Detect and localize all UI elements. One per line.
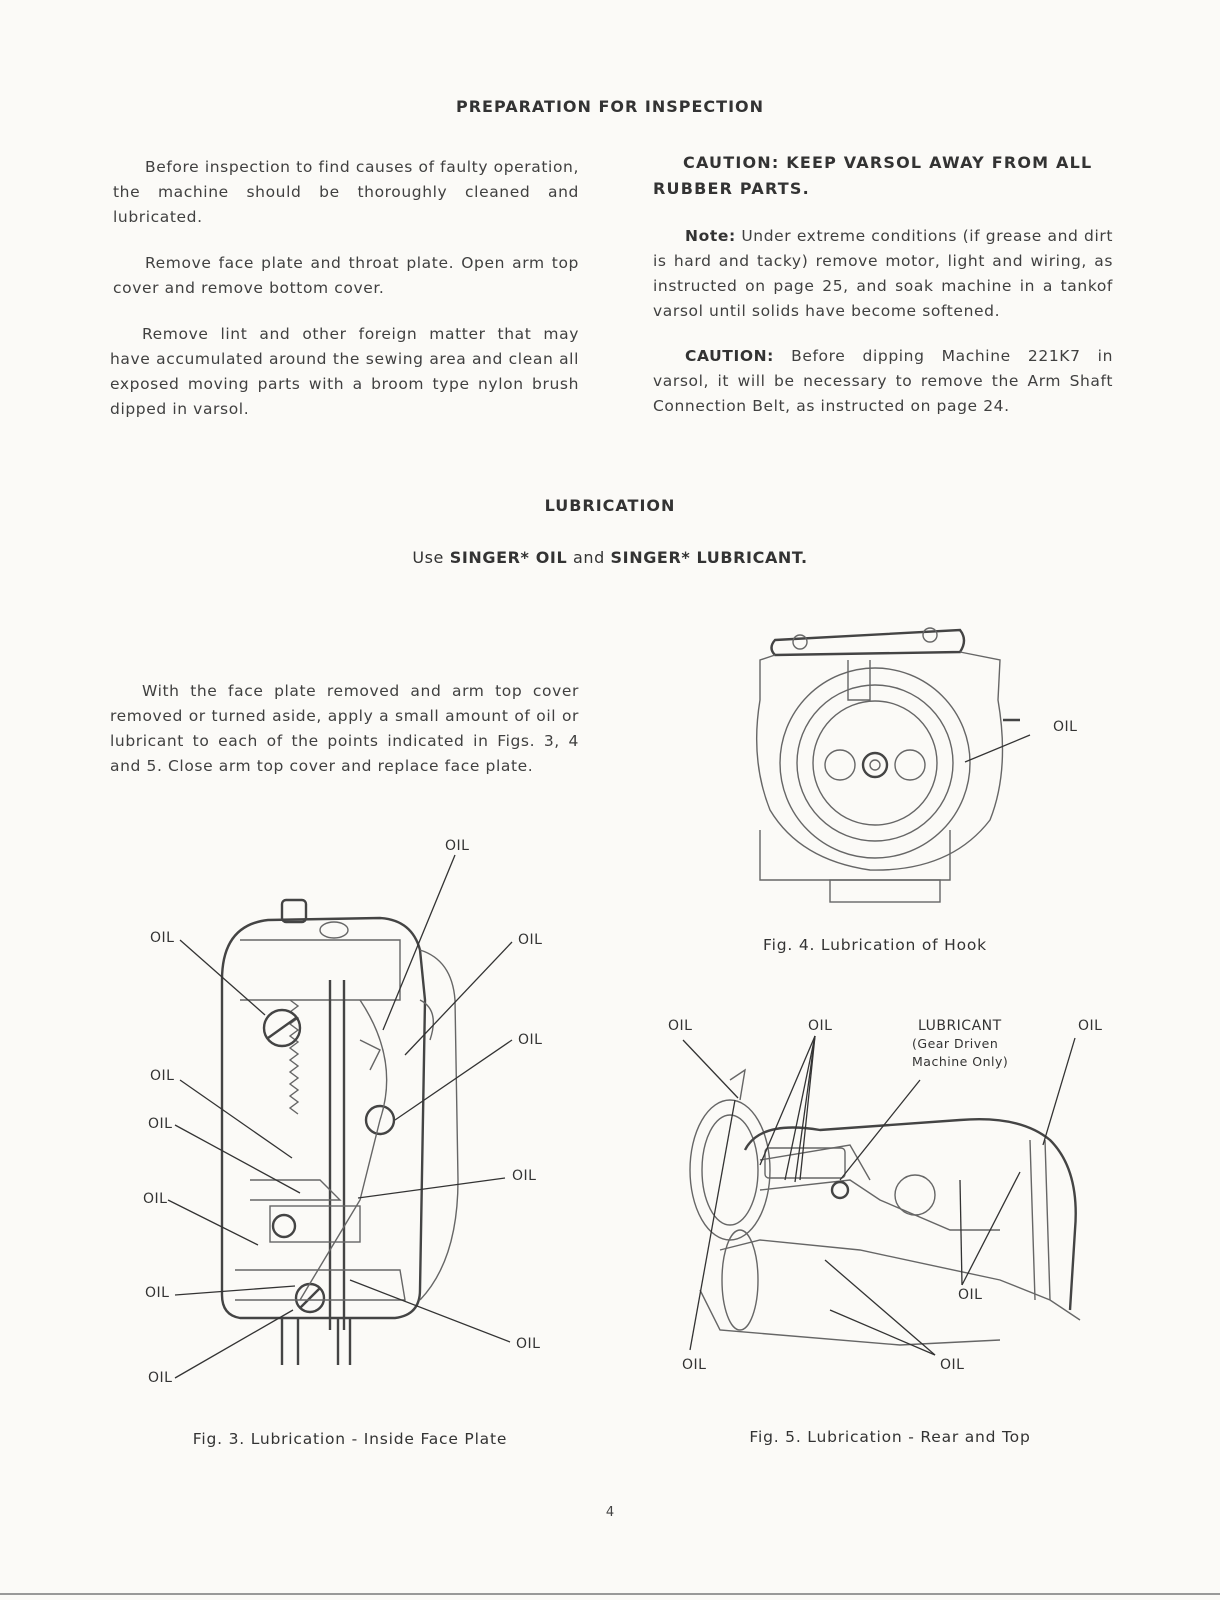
fig3-oil-label-left-4: OIL xyxy=(143,1191,168,1207)
fig3-oil-label-top: OIL xyxy=(445,838,470,854)
fig5-oil-label-1: OIL xyxy=(668,1018,693,1034)
fig3-oil-label-left-3: OIL xyxy=(148,1116,173,1132)
prep-paragraph-2-text: Remove face plate and throat plate. Open… xyxy=(113,254,579,297)
fig3-oil-label-left-1: OIL xyxy=(150,930,175,946)
fig5-oil-label-3: OIL xyxy=(1078,1018,1103,1034)
fig5-lubricant-note-1: (Gear Driven xyxy=(912,1036,999,1051)
fig5-oil-label-4: OIL xyxy=(958,1287,983,1303)
fig4-caption: Fig. 4. Lubrication of Hook xyxy=(763,936,987,954)
lubrication-heading: LUBRICATION xyxy=(544,496,676,515)
note-label: Note: xyxy=(685,227,736,245)
fig3-oil-label-right-1: OIL xyxy=(518,932,543,948)
caution-dipping-paragraph: CAUTION: Before dipping Machine 221K7 in… xyxy=(653,344,1113,419)
fig5-lubricant-note-2: Machine Only) xyxy=(912,1054,1009,1069)
prep-paragraph-1: Before inspection to find causes of faul… xyxy=(113,155,579,230)
use-word: Use xyxy=(412,548,445,567)
caution-varsol: CAUTION: KEEP VARSOL AWAY FROM ALL RUBBE… xyxy=(653,153,1093,198)
fig3-oil-label-right-3: OIL xyxy=(512,1168,537,1184)
fig5-oil-label-5: OIL xyxy=(682,1357,707,1373)
prep-paragraph-1-text: Before inspection to find causes of faul… xyxy=(113,158,579,226)
fig5-lubricant-label: LUBRICANT xyxy=(918,1018,1002,1034)
fig3-oil-label-left-6: OIL xyxy=(148,1370,173,1386)
lubricant-instruction: Use SINGER* OIL and SINGER* LUBRICANT. xyxy=(0,548,1220,567)
prep-heading: PREPARATION FOR INSPECTION xyxy=(455,97,765,116)
fig4-oil-label: OIL xyxy=(1053,719,1078,735)
fig3-oil-label-left-5: OIL xyxy=(145,1285,170,1301)
bottom-rule xyxy=(0,1593,1220,1595)
note-text: Under extreme conditions (if grease and … xyxy=(653,227,1114,320)
page-number: 4 xyxy=(605,1505,615,1520)
fig3-oil-label-left-2: OIL xyxy=(150,1068,175,1084)
fig3-oil-label-right-2: OIL xyxy=(518,1032,543,1048)
lubrication-paragraph-text: With the face plate removed and arm top … xyxy=(110,682,579,775)
singer-oil: SINGER* OIL xyxy=(449,548,568,567)
caution-dipping-label: CAUTION: xyxy=(685,347,774,365)
fig5-oil-label-6: OIL xyxy=(940,1357,965,1373)
fig5-caption: Fig. 5. Lubrication - Rear and Top xyxy=(749,1428,1031,1446)
prep-paragraph-3: Remove lint and other foreign matter tha… xyxy=(110,322,579,422)
note-paragraph: Note: Under extreme conditions (if greas… xyxy=(653,224,1113,324)
lubrication-paragraph: With the face plate removed and arm top … xyxy=(110,679,579,779)
and-word: and xyxy=(572,548,605,567)
prep-paragraph-3-text: Remove lint and other foreign matter tha… xyxy=(110,325,579,418)
fig5-oil-label-2: OIL xyxy=(808,1018,833,1034)
singer-lubricant: SINGER* LUBRICANT. xyxy=(610,548,808,567)
prep-paragraph-2: Remove face plate and throat plate. Open… xyxy=(113,251,579,301)
fig3-oil-label-right-4: OIL xyxy=(516,1336,541,1352)
caution-dipping-text: Before dipping Machine 221K7 in varsol, … xyxy=(653,347,1114,415)
fig3-caption: Fig. 3. Lubrication - Inside Face Plate xyxy=(192,1430,508,1448)
